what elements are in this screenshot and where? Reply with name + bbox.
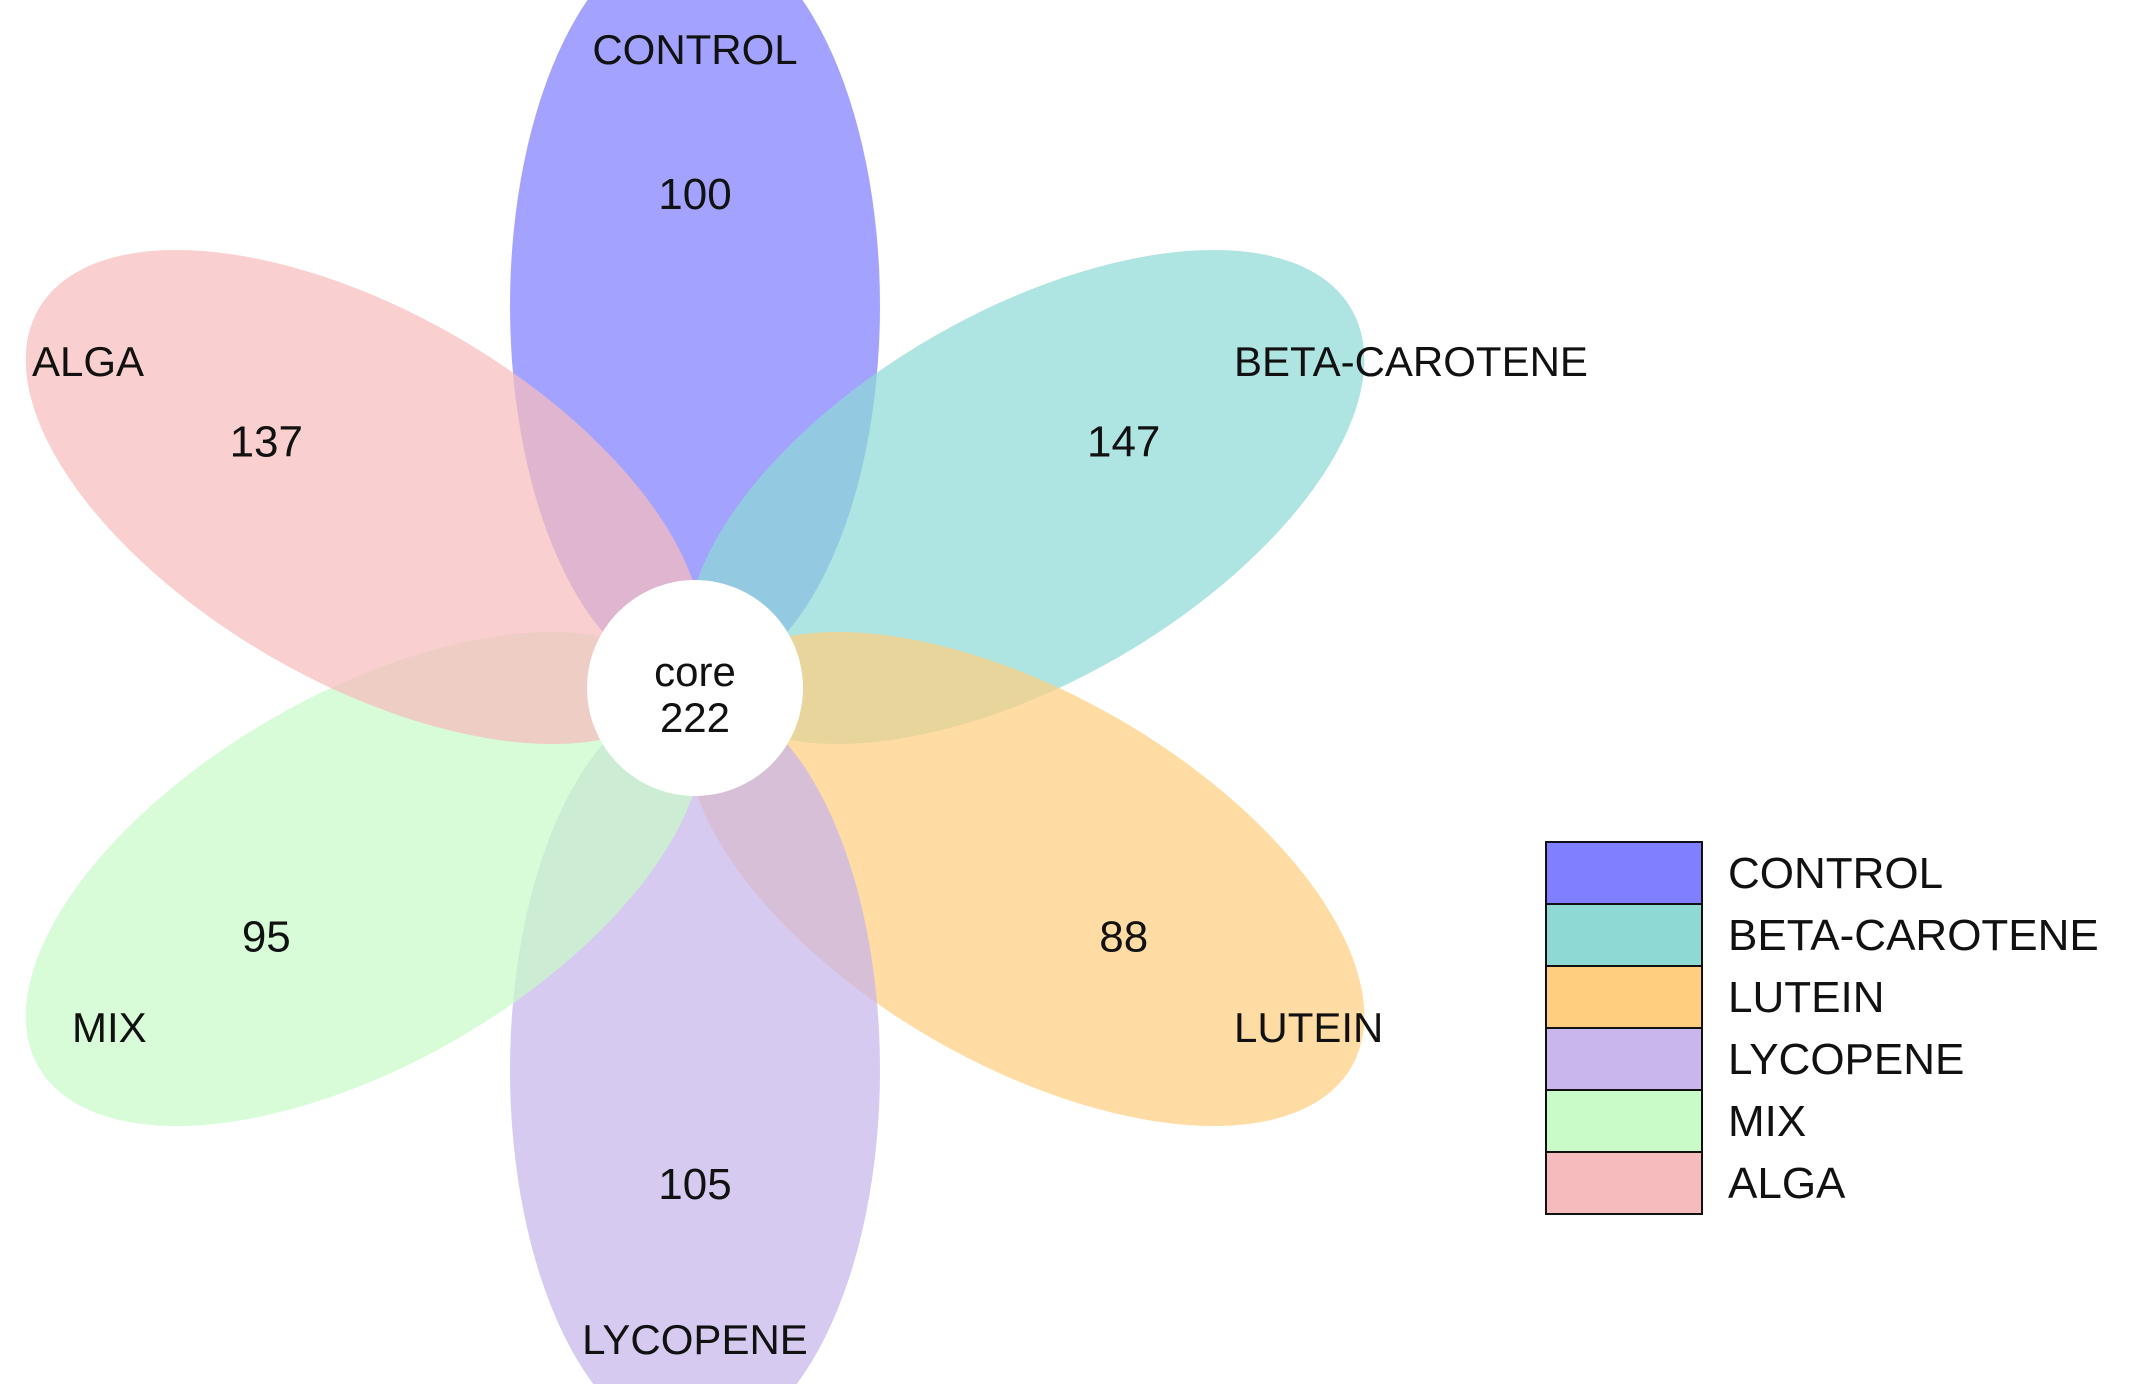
legend-label-mix: MIX	[1728, 1097, 1806, 1146]
legend-swatch-lutein	[1545, 965, 1703, 1029]
petal-beta-carotene	[687, 249, 1365, 745]
legend-swatch-lycopene	[1545, 1027, 1703, 1091]
petal-label-control: CONTROL	[592, 26, 797, 73]
petal-count-beta-carotene: 147	[1087, 418, 1160, 467]
petal-label-lycopene: LYCOPENE	[582, 1316, 808, 1363]
petal-count-control: 100	[658, 170, 731, 219]
petal-layer	[25, 0, 1365, 1384]
legend-swatch-control	[1545, 841, 1703, 905]
petal-count-lycopene: 105	[658, 1160, 731, 1209]
core-count: 222	[660, 694, 730, 741]
legend-swatch-mix	[1545, 1089, 1703, 1153]
petal-label-alga: ALGA	[32, 338, 144, 385]
petal-mix	[25, 631, 703, 1127]
legend-label-lycopene: LYCOPENE	[1728, 1035, 1964, 1084]
petal-lutein	[687, 631, 1365, 1127]
petal-label-beta-carotene: BETA-CAROTENE	[1234, 338, 1588, 385]
core-label: core	[654, 648, 736, 695]
petal-count-alga: 137	[230, 418, 303, 467]
petal-label-mix: MIX	[72, 1004, 147, 1051]
legend: CONTROL BETA-CAROTENE LUTEIN LYCOPENE MIX ALG…	[1545, 841, 2099, 1215]
legend-label-beta-carotene: BETA-CAROTENE	[1728, 911, 2099, 960]
core-circle	[587, 580, 803, 796]
legend-swatch-beta-carotene	[1545, 903, 1703, 967]
petal-label-lutein: LUTEIN	[1234, 1004, 1383, 1051]
legend-label-lutein: LUTEIN	[1728, 973, 1884, 1022]
petal-count-lutein: 88	[1099, 913, 1148, 962]
legend-label-alga: ALGA	[1728, 1159, 1846, 1208]
petal-alga	[25, 249, 703, 745]
petal-count-mix: 95	[242, 913, 291, 962]
legend-label-control: CONTROL	[1728, 849, 1943, 898]
legend-swatch-alga	[1545, 1151, 1703, 1215]
